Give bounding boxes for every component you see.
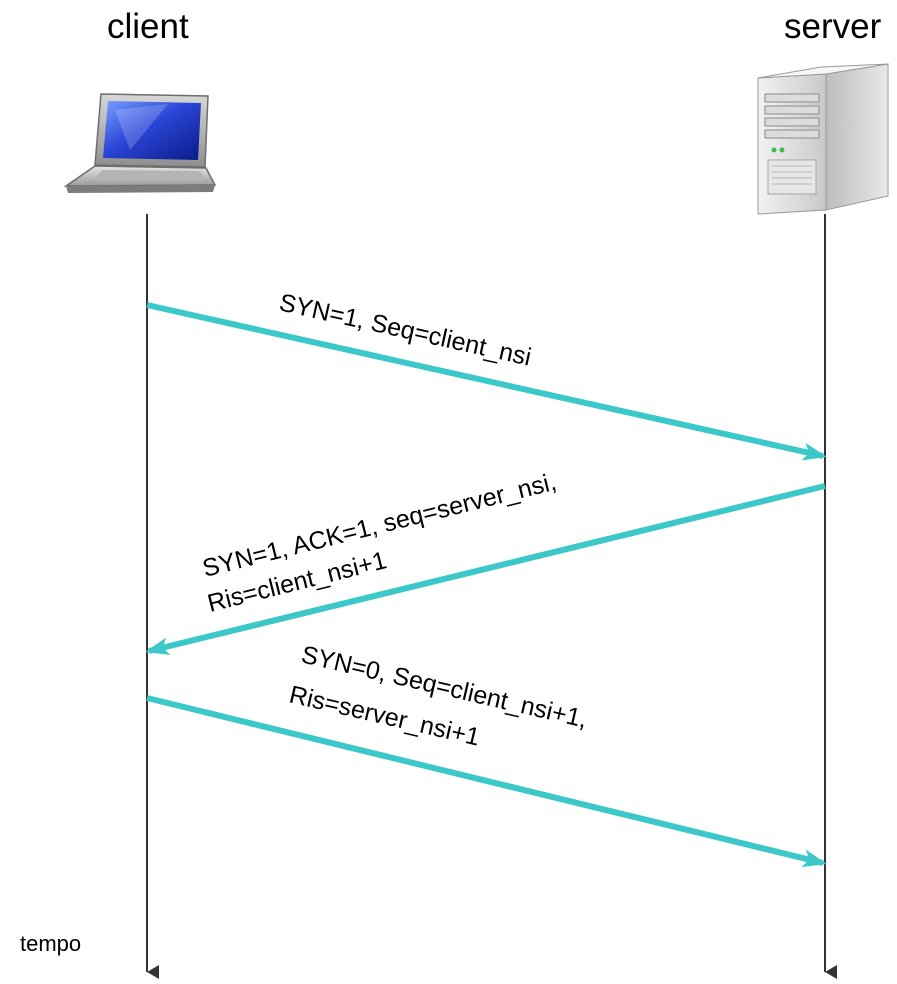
time-axis-label: tempo — [20, 931, 81, 956]
laptop-icon — [63, 93, 217, 193]
client-label: client — [107, 7, 189, 46]
message-arrow-3 — [146, 695, 827, 868]
message-arrow-1 — [146, 302, 827, 461]
message-arrow-2 — [145, 483, 826, 656]
message-1-label: SYN=1, Seq=client_nsi — [277, 289, 534, 372]
server-label: server — [784, 7, 882, 46]
server-tower-icon — [757, 63, 889, 215]
